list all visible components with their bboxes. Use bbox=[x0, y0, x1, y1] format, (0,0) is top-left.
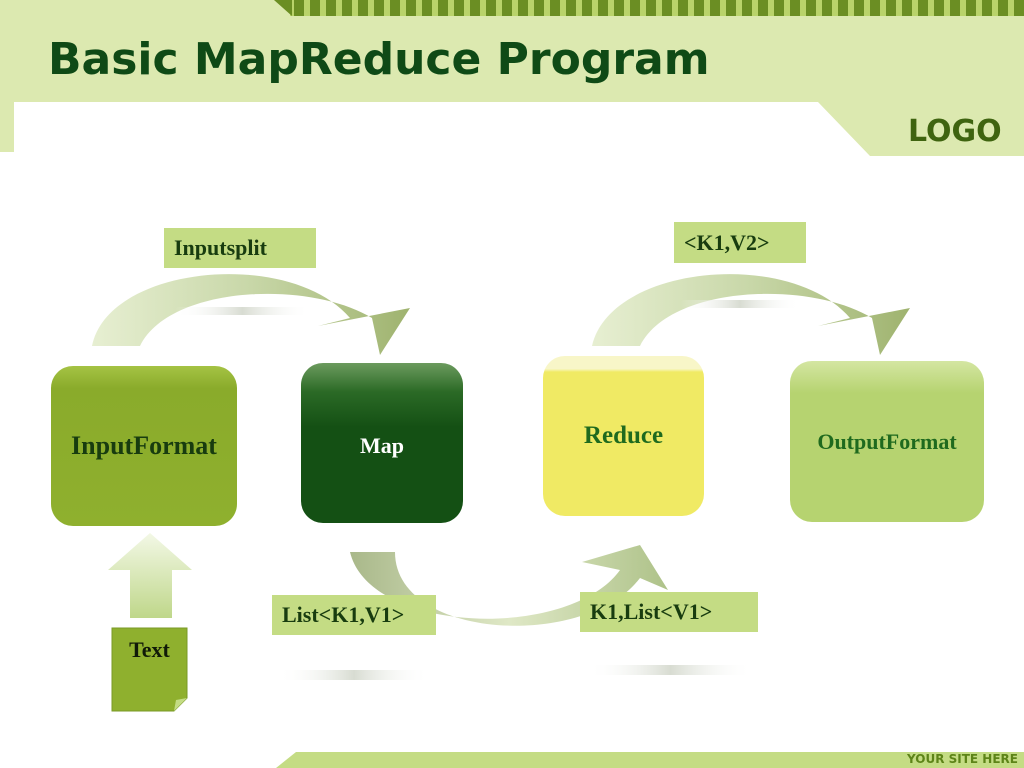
reduce-label: Reduce bbox=[583, 422, 664, 449]
curved-arrow-reduce-to-output bbox=[592, 274, 910, 355]
output-format-box: OutputFormat bbox=[790, 361, 984, 522]
text-document-label: Text bbox=[129, 637, 170, 662]
map-label: Map bbox=[360, 433, 404, 458]
logo: LOGO bbox=[908, 114, 1002, 149]
inputsplit-label: Inputsplit bbox=[164, 228, 316, 268]
shadow bbox=[175, 307, 310, 315]
list-k1-v1-label: List<K1,V1> bbox=[272, 595, 436, 635]
up-arrow bbox=[108, 533, 192, 618]
header-stripes bbox=[290, 0, 1024, 16]
k1-v2-label: <K1,V2> bbox=[674, 222, 806, 263]
map-box: Map bbox=[301, 363, 463, 523]
output-format-label: OutputFormat bbox=[817, 429, 957, 454]
shadow bbox=[680, 300, 800, 308]
site-link[interactable]: YOUR SITE HERE bbox=[907, 752, 1018, 766]
footer-band bbox=[276, 752, 1024, 768]
page-title: Basic MapReduce Program bbox=[48, 34, 710, 85]
input-format-label: InputFormat bbox=[71, 431, 217, 460]
header-stripes-cap bbox=[274, 0, 292, 16]
header-band bbox=[0, 0, 1024, 156]
k1-list-v1-label: K1,List<V1> bbox=[580, 592, 758, 632]
shadow bbox=[588, 665, 753, 675]
curved-arrow-input-to-map bbox=[92, 274, 410, 355]
text-document-fold bbox=[174, 698, 187, 711]
reduce-box: Reduce bbox=[543, 356, 704, 516]
shadow bbox=[278, 670, 430, 680]
input-format-box: InputFormat bbox=[51, 366, 237, 526]
